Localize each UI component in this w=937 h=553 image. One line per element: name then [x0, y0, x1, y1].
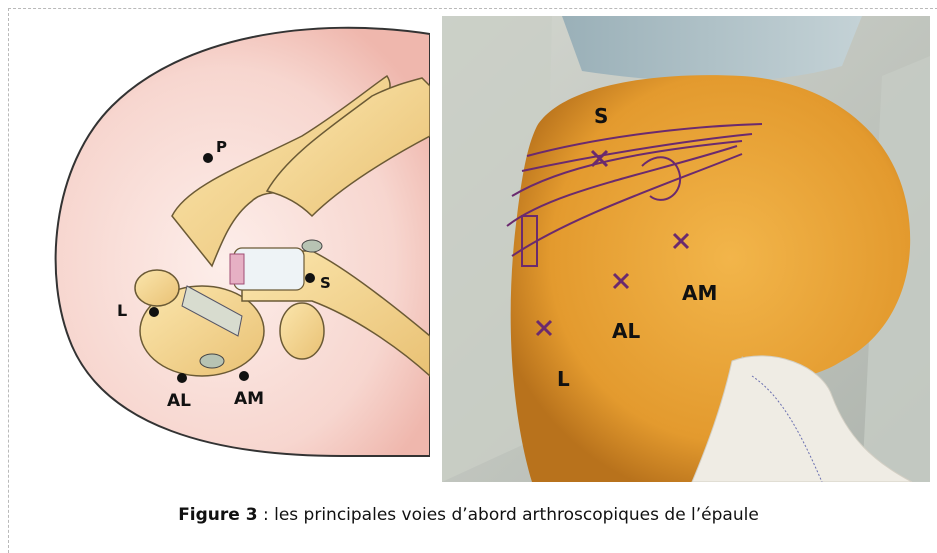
- label-al: AL: [167, 391, 191, 411]
- shoulder-illustration: P L S AL AM: [12, 16, 430, 476]
- small-disc: [302, 240, 322, 252]
- label-s: S: [320, 274, 331, 292]
- lower-bone: [280, 303, 324, 359]
- photo-svg: S AM AL L: [442, 16, 930, 482]
- figure-caption: Figure 3 : les principales voies d’abord…: [0, 505, 937, 525]
- bone-tip: [135, 270, 179, 306]
- caption-text: : les principales voies d’abord arthrosc…: [258, 505, 759, 525]
- portal-dot-s: [305, 273, 315, 283]
- portal-dot-al: [177, 373, 187, 383]
- glenoid-disc: [200, 354, 224, 368]
- portal-dot-p: [203, 153, 213, 163]
- portal-dot-am: [239, 371, 249, 381]
- label-p: P: [216, 138, 227, 156]
- photo-label-l: L: [557, 367, 570, 391]
- label-am: AM: [234, 389, 264, 409]
- caption-figure-label: Figure 3: [178, 505, 257, 525]
- portal-dot-l: [149, 307, 159, 317]
- hatched-section: [230, 254, 244, 284]
- shoulder-photo: S AM AL L: [442, 16, 930, 482]
- illustration-svg: P L S AL AM: [12, 16, 430, 476]
- label-l: L: [117, 301, 127, 320]
- photo-label-s: S: [594, 104, 608, 128]
- top-drape: [562, 16, 862, 82]
- photo-label-am: AM: [682, 281, 717, 305]
- photo-label-al: AL: [612, 319, 640, 343]
